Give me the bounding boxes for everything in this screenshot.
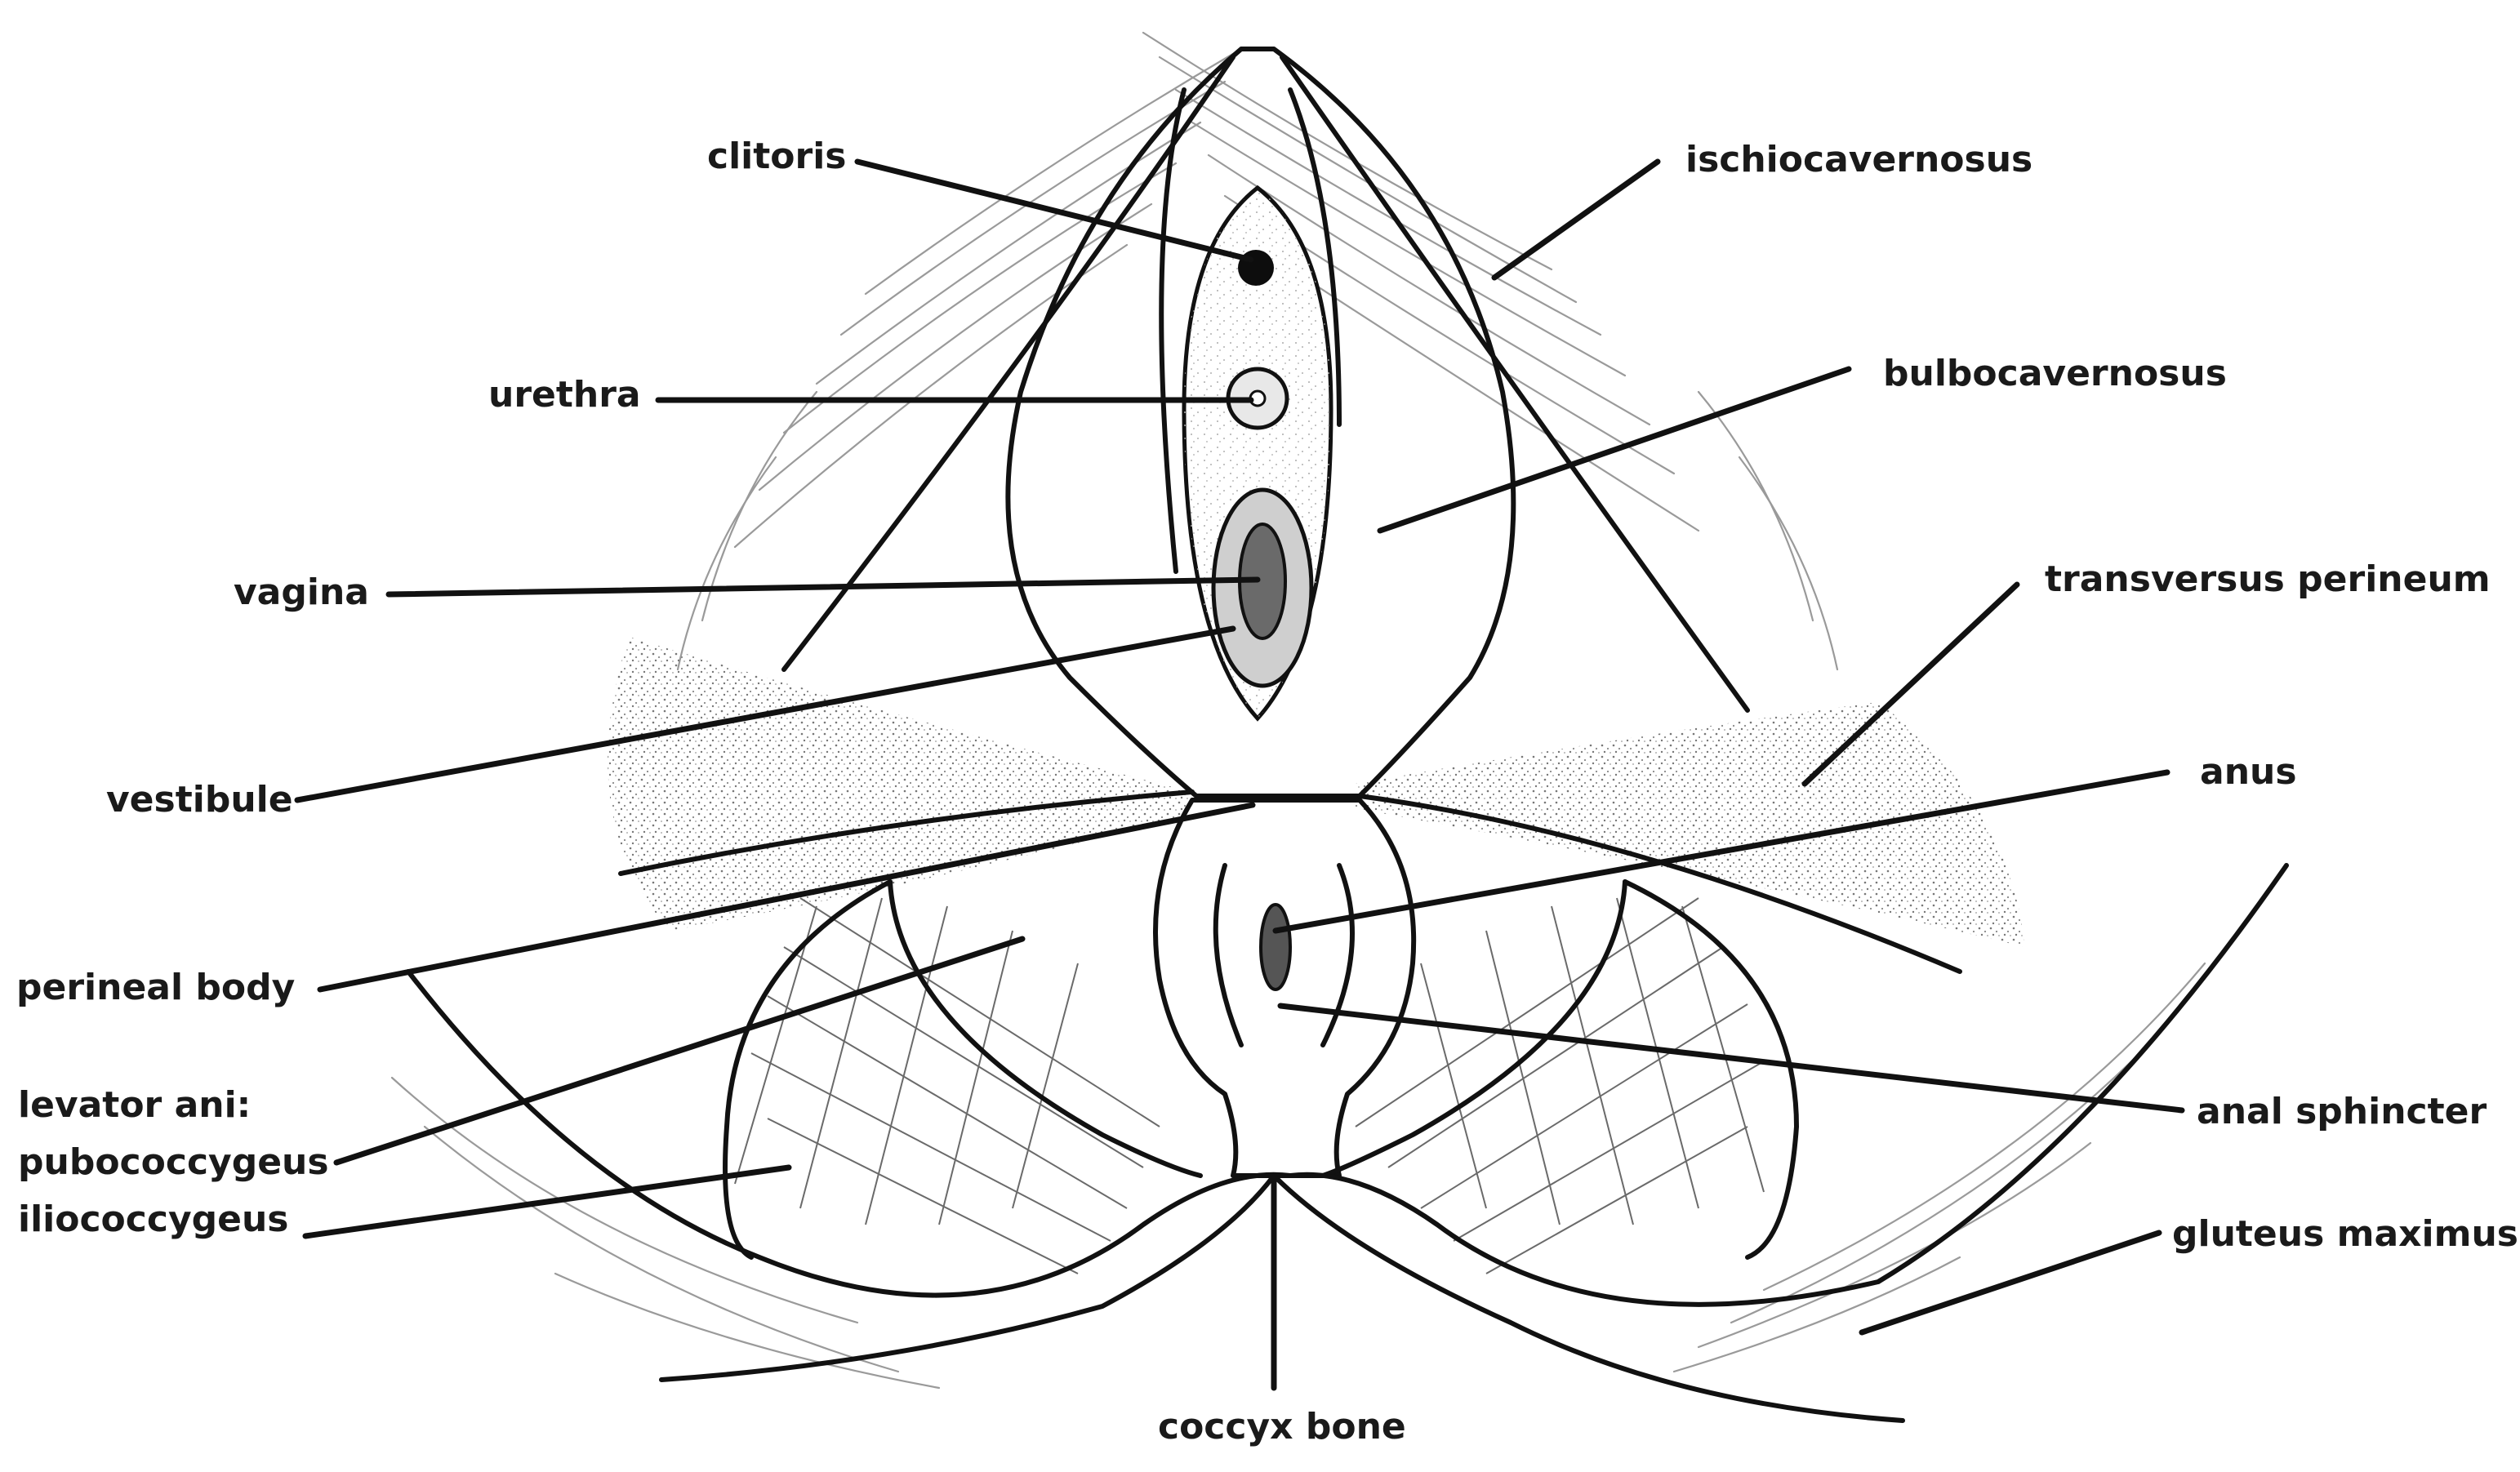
label-gluteus-maximus: gluteus maximus	[2172, 1213, 2518, 1255]
leader-ischiocavernosus	[1494, 162, 1658, 278]
leader-anal-sphincter	[1280, 1006, 2182, 1110]
levator-ani-fibres	[735, 898, 1764, 1274]
label-ischiocavernosus: ischiocavernosus	[1685, 139, 2032, 180]
vagina-shape	[1213, 490, 1311, 686]
label-vagina: vagina	[234, 571, 369, 613]
transversus-perineum-band	[608, 637, 2025, 947]
leader-vagina	[389, 580, 1258, 594]
anal-sphincter-muscle	[1155, 800, 1414, 1176]
leader-gluteus-maximus	[1862, 1233, 2159, 1332]
label-clitoris: clitoris	[707, 136, 846, 177]
label-perineal-body: perineal body	[16, 967, 295, 1008]
leader-bulbocavernosus	[1380, 369, 1849, 531]
label-anus: anus	[2200, 751, 2297, 793]
label-levator-ani: levator ani:	[18, 1084, 251, 1126]
leader-iliococcygeus	[305, 1167, 789, 1236]
leader-clitoris	[857, 162, 1251, 260]
label-coccyx-bone: coccyx bone	[1158, 1406, 1406, 1448]
leader-pubococcygeus	[336, 939, 1022, 1163]
label-transversus-perineum: transversus perineum	[2045, 558, 2491, 600]
label-pubococcygeus: pubococcygeus	[18, 1141, 329, 1183]
label-anal-sphincter: anal sphincter	[2197, 1091, 2487, 1132]
label-iliococcygeus: iliococcygeus	[18, 1199, 288, 1240]
anus-shape	[1261, 905, 1290, 989]
label-urethra: urethra	[488, 374, 641, 416]
label-vestibule: vestibule	[106, 779, 293, 820]
label-bulbocavernosus: bulbocavernosus	[1883, 353, 2227, 394]
